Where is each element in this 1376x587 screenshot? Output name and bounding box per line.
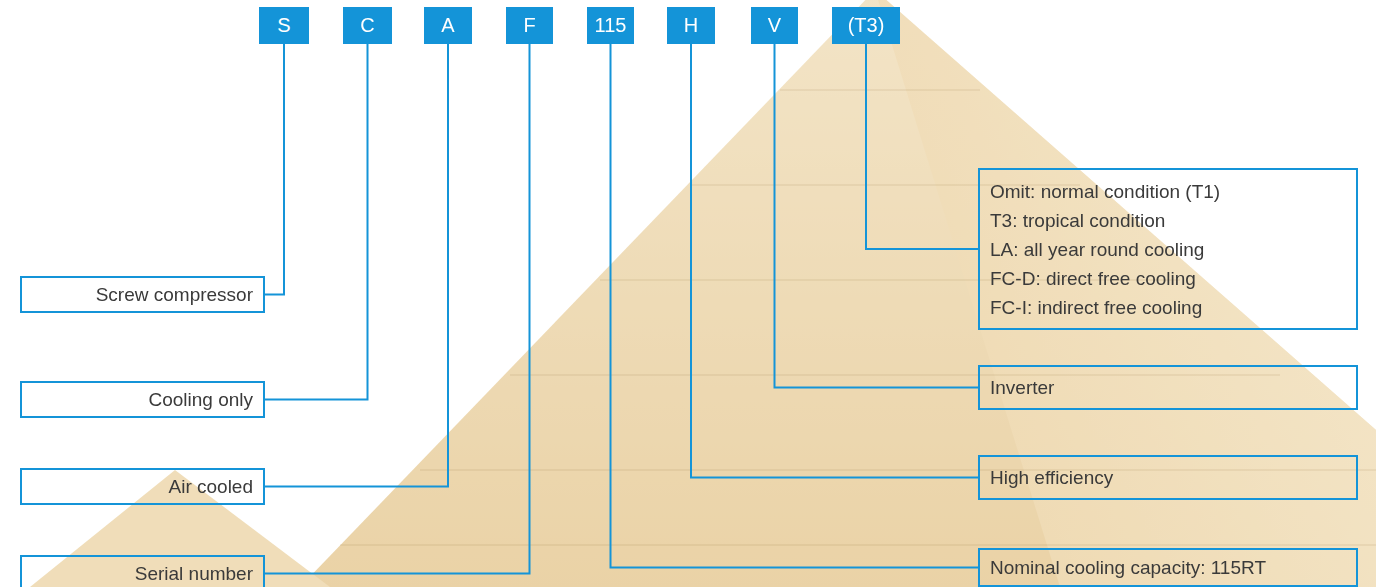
- meaning-text: Air cooled: [32, 472, 253, 501]
- meaning-box: Inverter: [978, 365, 1358, 410]
- meaning-text: Nominal cooling capacity: 115RT: [990, 553, 1346, 582]
- meaning-text: FC-I: indirect free cooling: [990, 293, 1346, 322]
- meaning-box: Air cooled: [20, 468, 265, 505]
- meaning-text: FC-D: direct free cooling: [990, 264, 1346, 293]
- code-letter: A: [441, 14, 454, 37]
- code-letter: C: [360, 14, 374, 37]
- code-letter: F: [523, 14, 535, 37]
- leader-line: [611, 44, 980, 568]
- code-box: C: [343, 7, 392, 44]
- meaning-box: Serial number: [20, 555, 265, 587]
- leader-line: [691, 44, 979, 478]
- option-box: Omit: normal condition (T1)T3: tropical …: [978, 168, 1358, 330]
- meaning-box: Nominal cooling capacity: 115RT: [978, 548, 1358, 587]
- code-letter: V: [768, 14, 781, 37]
- code-box: F: [506, 7, 553, 44]
- leader-line: [264, 44, 530, 574]
- meaning-text: Cooling only: [32, 385, 253, 414]
- meaning-text: LA: all year round cooling: [990, 235, 1346, 264]
- code-letter: (T3): [848, 14, 885, 37]
- pyramid: [30, 0, 1376, 587]
- leader-line: [775, 44, 980, 388]
- meaning-text: High efficiency: [990, 463, 1346, 492]
- meaning-box: Screw compressor: [20, 276, 265, 313]
- meaning-box: Cooling only: [20, 381, 265, 418]
- leader-line: [264, 44, 368, 400]
- meaning-text: T3: tropical condition: [990, 206, 1346, 235]
- leader-line: [866, 44, 979, 249]
- meaning-text: Screw compressor: [32, 280, 253, 309]
- code-box: 115: [587, 7, 634, 44]
- code-box: (T3): [832, 7, 900, 44]
- code-letter: H: [684, 14, 698, 37]
- meaning-text: Inverter: [990, 373, 1346, 402]
- code-box: V: [751, 7, 798, 44]
- code-box: A: [424, 7, 472, 44]
- code-letter: 115: [595, 14, 627, 37]
- meaning-text: Omit: normal condition (T1): [990, 177, 1346, 206]
- code-box: S: [259, 7, 309, 44]
- leader-line: [264, 44, 448, 487]
- code-letter: S: [277, 14, 290, 37]
- leader-line: [264, 44, 284, 295]
- code-box: H: [667, 7, 715, 44]
- meaning-box: High efficiency: [978, 455, 1358, 500]
- meaning-text: Serial number: [32, 559, 253, 587]
